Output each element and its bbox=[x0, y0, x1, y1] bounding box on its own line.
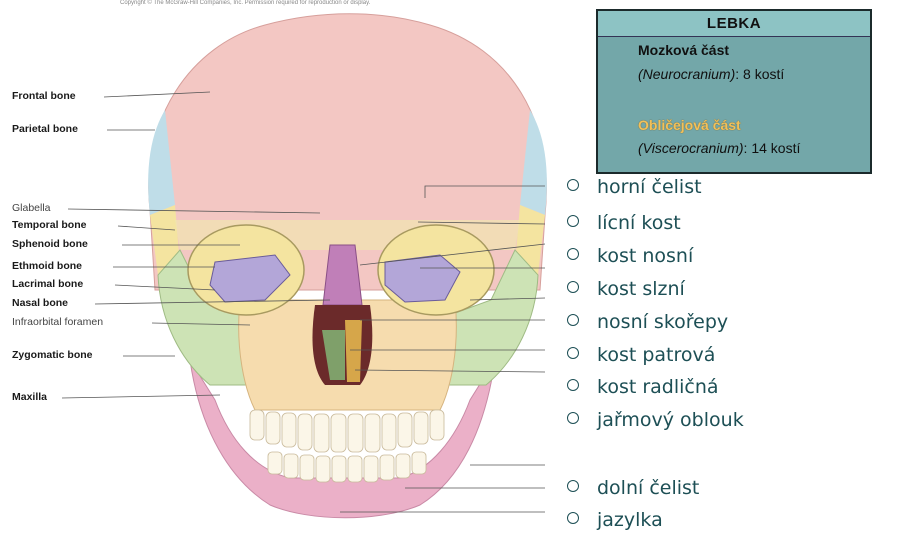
lebka-info-box: LEBKA Mozková část (Neurocranium): 8 kos… bbox=[596, 9, 872, 174]
label-ethmoid-bone: Ethmoid bone bbox=[12, 260, 82, 272]
right-item-label: kost radličná bbox=[597, 376, 719, 398]
right-item-label: nosní skořepy bbox=[597, 311, 728, 333]
right-item-label: lícní kost bbox=[597, 212, 681, 234]
label-frontal-bone: Frontal bone bbox=[12, 90, 76, 102]
right-item-label: dolní čelist bbox=[597, 477, 699, 499]
viscerocranium-count: (Viscerocranium): 14 kostí bbox=[638, 140, 800, 156]
lebka-title: LEBKA bbox=[598, 11, 870, 37]
right-item-label: kost nosní bbox=[597, 245, 693, 267]
right-item-label: jařmový oblouk bbox=[597, 409, 744, 431]
label-zygomatic-bone: Zygomatic bone bbox=[12, 349, 93, 361]
label-parietal-bone: Parietal bone bbox=[12, 123, 78, 135]
label-lacrimal-bone: Lacrimal bone bbox=[12, 278, 83, 290]
right-item-kost-nosni: kost nosní bbox=[567, 245, 693, 267]
label-glabella: Glabella bbox=[12, 202, 51, 214]
label-nasal-bone: Nasal bone bbox=[12, 297, 68, 309]
label-sphenoid-bone: Sphenoid bone bbox=[12, 238, 88, 250]
right-item-jarmovy-oblouk: jařmový oblouk bbox=[567, 409, 744, 431]
label-maxilla: Maxilla bbox=[12, 391, 47, 403]
right-item-label: jazylka bbox=[597, 509, 663, 531]
right-item-dolni-celist: dolní čelist bbox=[567, 477, 699, 499]
bullet-icon bbox=[567, 314, 579, 326]
bullet-icon bbox=[567, 281, 579, 293]
bullet-icon bbox=[567, 512, 579, 524]
bullet-icon bbox=[567, 412, 579, 424]
viscerocranium-count-text: : 14 kostí bbox=[744, 140, 801, 156]
bullet-icon bbox=[567, 480, 579, 492]
bullet-icon bbox=[567, 379, 579, 391]
nasal-bone bbox=[323, 245, 362, 305]
right-item-label: kost slzní bbox=[597, 278, 685, 300]
label-infraorbital-foramen: Infraorbital foramen bbox=[12, 316, 103, 328]
right-item-kost-radlicna: kost radličná bbox=[567, 376, 719, 398]
right-item-label: kost patrová bbox=[597, 344, 715, 366]
bullet-icon bbox=[567, 215, 579, 227]
right-item-label: horní čelist bbox=[597, 176, 702, 198]
right-item-kost-patrova: kost patrová bbox=[567, 344, 715, 366]
viscerocranium-latin: (Viscerocranium) bbox=[638, 140, 744, 156]
bullet-icon bbox=[567, 179, 579, 191]
label-temporal-bone: Temporal bone bbox=[12, 219, 86, 231]
right-item-kost-slzni: kost slzní bbox=[567, 278, 685, 300]
neurocranium-count-text: : 8 kostí bbox=[735, 66, 784, 82]
right-item-nosni-skorepy: nosní skořepy bbox=[567, 311, 728, 333]
right-item-licni-kost: lícní kost bbox=[567, 212, 681, 234]
neurocranium-count: (Neurocranium): 8 kostí bbox=[638, 66, 784, 82]
bullet-icon bbox=[567, 248, 579, 260]
vomer bbox=[345, 320, 362, 382]
upper-teeth bbox=[250, 410, 444, 452]
right-item-horni-celist: horní čelist bbox=[567, 176, 702, 198]
neurocranium-latin: (Neurocranium) bbox=[638, 66, 735, 82]
bullet-icon bbox=[567, 347, 579, 359]
right-item-jazylka: jazylka bbox=[567, 509, 663, 531]
viscerocranium-heading: Obličejová část bbox=[638, 117, 741, 133]
neurocranium-heading: Mozková část bbox=[638, 42, 729, 58]
